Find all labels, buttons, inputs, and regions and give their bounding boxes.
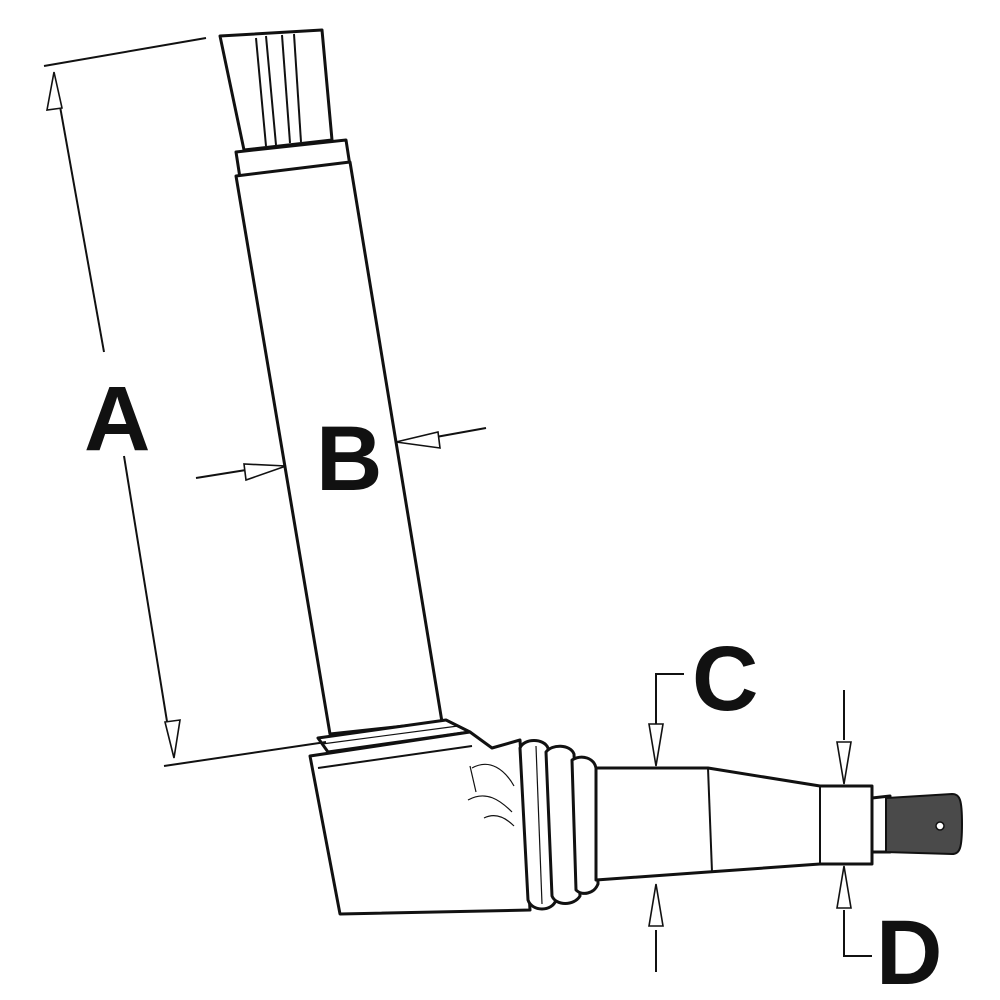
label-a: A — [84, 368, 150, 470]
label-c: C — [692, 628, 758, 730]
dimension-c: C — [648, 628, 758, 972]
dimension-b: B — [195, 408, 487, 510]
label-b: B — [316, 408, 382, 510]
flange-rings — [518, 739, 600, 911]
stub-axle — [594, 766, 874, 882]
label-d: D — [876, 902, 942, 1000]
dimension-a: A — [43, 37, 327, 767]
splined-top-end — [218, 28, 352, 180]
knuckle-body — [308, 730, 532, 916]
threaded-tip — [870, 792, 964, 856]
dimension-d: D — [836, 690, 942, 1000]
